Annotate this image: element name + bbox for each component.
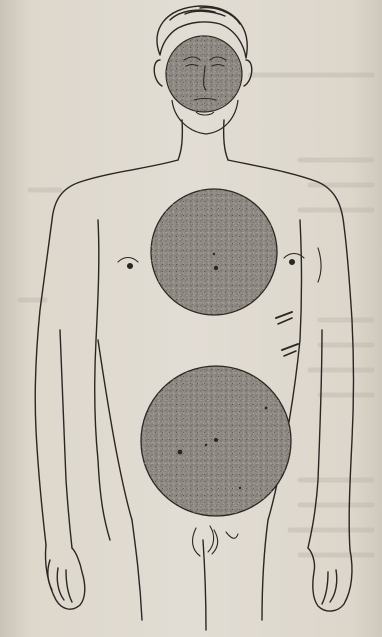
- abdomen-disc-mark: [239, 487, 241, 489]
- abdomen-disc-mark: [265, 407, 268, 410]
- abdomen-disc: [141, 366, 291, 516]
- chest-disc-mark: [213, 253, 215, 255]
- chest-disc-mark: [214, 266, 218, 270]
- abdomen-disc-mark: [178, 450, 183, 455]
- abdomen-disc-mark: [214, 438, 218, 442]
- abdomen-disc-mark: [205, 444, 207, 446]
- face-disc: [166, 36, 242, 134]
- chest-disc: [151, 189, 277, 315]
